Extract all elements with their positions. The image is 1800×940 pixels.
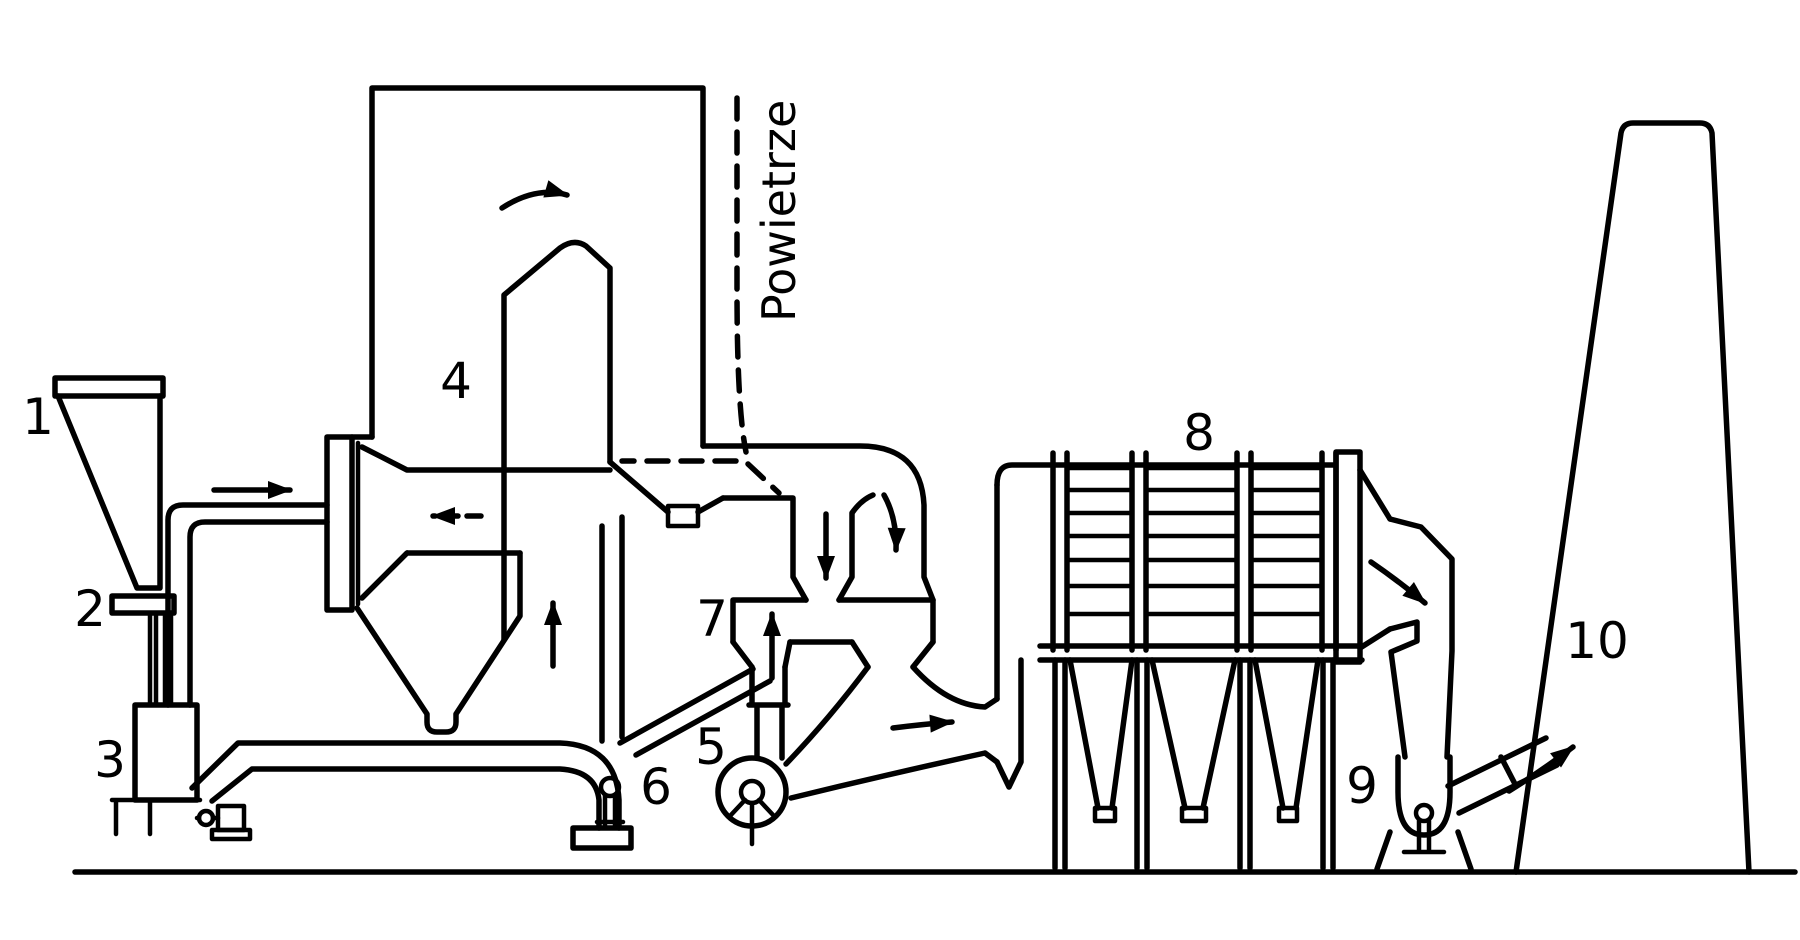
label-10: 10 (1565, 612, 1629, 670)
chimney-outline (1513, 120, 1752, 875)
hopper-tip (1092, 805, 1118, 824)
air-flow-label: Powietrze (752, 100, 806, 322)
support-pedestal-6 (570, 825, 634, 851)
fan5-spokes (727, 797, 777, 847)
rotary-kiln (324, 434, 613, 613)
fan5-outlet-curve (783, 664, 871, 767)
bottom-air-duct (189, 666, 773, 851)
bearing-roller (598, 775, 622, 799)
fan9-pedestal (1374, 829, 1474, 872)
hood-link (695, 495, 726, 515)
feeder-box-3 (109, 702, 253, 842)
heat-exchanger-8 (1037, 449, 1428, 871)
riser-duct (994, 462, 1336, 790)
riser-left-wall (994, 482, 1024, 790)
blower-fan-5 (715, 664, 1000, 847)
hopper-funnel (55, 393, 163, 591)
label-1: 1 (22, 388, 54, 446)
gas-bend-to-riser (788, 664, 1000, 801)
bearing-post (594, 793, 626, 829)
riser-top (994, 462, 1336, 488)
exchanger-outlet-duct (1387, 516, 1455, 760)
tube-bank-rungs (1064, 465, 1325, 617)
ash-drop-chute (599, 514, 625, 744)
duct-top-wall (189, 740, 622, 831)
chamber-walls (369, 85, 706, 449)
flow-arrow-stack (1506, 744, 1576, 794)
feed-hopper (52, 375, 177, 708)
feeder-housing (132, 702, 200, 803)
burner-notch (665, 503, 701, 529)
feeder-stand (109, 797, 203, 837)
air-dashed-line (619, 95, 782, 496)
motor-base (209, 827, 253, 842)
pipe-inner (187, 519, 330, 708)
label-2: 2 (74, 580, 106, 638)
kiln-hood (354, 459, 726, 744)
down-duct-walls (1387, 516, 1455, 760)
hood-slant (607, 459, 671, 515)
downcomer-walls (720, 492, 876, 603)
gate-valve-2 (109, 593, 177, 616)
duct-outer-wall (700, 443, 936, 603)
mixing-box-7 (730, 597, 936, 761)
riser-tube (501, 239, 613, 643)
exchanger-end-frame (1333, 449, 1363, 665)
label-7: 7 (696, 590, 728, 648)
outlet-duct (700, 443, 936, 603)
fan9-mount (1401, 818, 1447, 855)
exchanger-bottom-band (1037, 643, 1365, 663)
tube-bank-rails (1050, 450, 1339, 653)
flow-arrow-bend-down (881, 492, 906, 553)
afterburner-chamber-4 (369, 85, 706, 643)
box7-throats (730, 639, 936, 670)
id-fan-9 (1374, 735, 1576, 872)
duct-bottom-wall (209, 766, 602, 831)
slag-hopper (354, 550, 523, 735)
hopper-tip (1179, 805, 1209, 824)
label-3: 3 (94, 731, 126, 789)
kiln-shell (349, 434, 613, 601)
hopper-rim (52, 375, 166, 399)
dust-hoppers (1067, 657, 1321, 811)
label-4: 4 (440, 352, 472, 410)
feed-chute-pipes (147, 610, 174, 708)
flow-arrow-right (890, 714, 955, 733)
fan-riser-channel (746, 664, 791, 761)
hopper-tip (1276, 805, 1300, 824)
label-6: 6 (640, 758, 672, 816)
drive-motor (215, 803, 247, 833)
air-line-vertical (734, 95, 749, 455)
chimney-10 (1513, 120, 1752, 875)
stack-inlet-duct (1445, 735, 1560, 816)
fan9-casing (1395, 754, 1453, 838)
label-5: 5 (695, 718, 727, 776)
fan9-hub (1413, 802, 1435, 824)
flow-arrow-chamber (499, 180, 570, 211)
feed-air-pipe (165, 481, 330, 708)
fan-suction-diagonal (617, 666, 773, 758)
exchanger-legs (1052, 657, 1336, 871)
label-8: 8 (1183, 404, 1215, 462)
box7-shell (730, 597, 936, 645)
kiln-front-plate (324, 434, 355, 613)
air-line-right-branch (745, 461, 782, 496)
flow-arrow-cone (1368, 559, 1428, 606)
label-9: 9 (1346, 757, 1378, 815)
pipe-outer (165, 502, 330, 708)
outlet-cone (1357, 467, 1393, 651)
